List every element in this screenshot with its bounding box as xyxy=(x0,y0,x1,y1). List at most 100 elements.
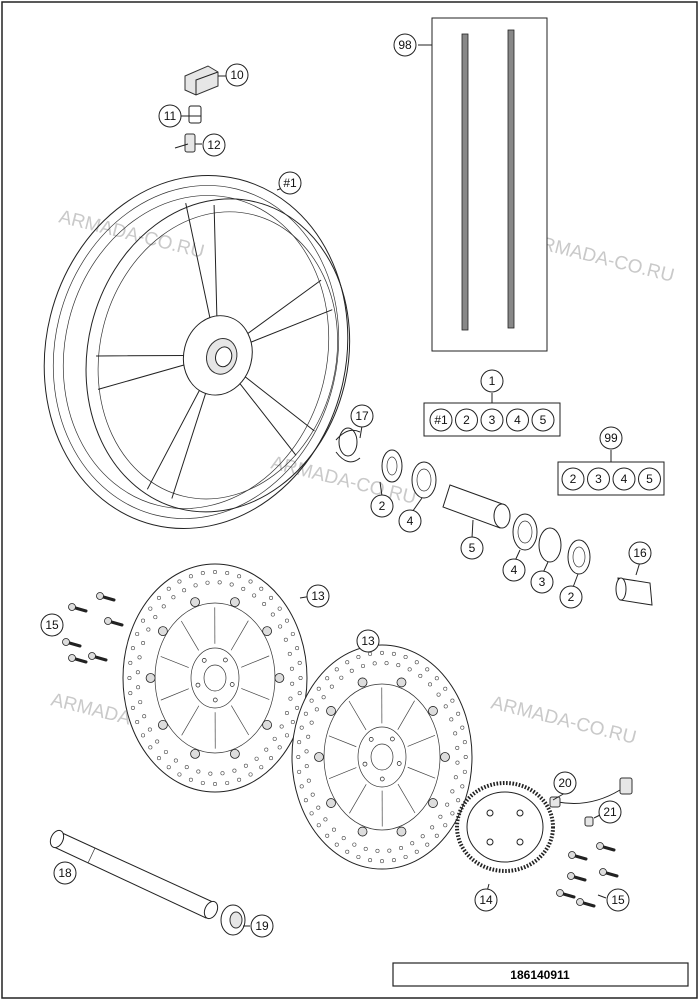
disc-hole xyxy=(434,676,439,681)
disc-hole xyxy=(438,814,443,819)
kit-callout-label: #1 xyxy=(434,413,448,427)
disc-hole xyxy=(372,661,377,666)
disc-hole xyxy=(208,771,213,776)
disc-carrier-arm xyxy=(348,700,367,731)
disc-hole xyxy=(303,798,308,803)
screw-21 xyxy=(584,816,594,827)
callout-circle xyxy=(606,888,630,912)
disc-hole xyxy=(161,604,166,609)
disc-hole xyxy=(456,798,461,803)
brake-disc-left xyxy=(122,563,308,793)
disc-hole xyxy=(314,707,319,712)
disc-hole xyxy=(310,792,315,797)
bearing-4-left xyxy=(411,461,437,499)
disc-hole xyxy=(316,686,321,691)
disc-carrier-arm xyxy=(230,620,249,651)
bolt-head xyxy=(596,842,604,850)
disc-rivet xyxy=(190,597,200,608)
bolt-head xyxy=(62,638,70,646)
disc-hole xyxy=(309,811,314,816)
disc-hole xyxy=(345,849,350,854)
disc-hole xyxy=(403,655,408,660)
disc-hole xyxy=(363,846,368,851)
disc-hole xyxy=(205,580,210,585)
disc-hole xyxy=(450,789,455,794)
bolt-head xyxy=(556,889,564,897)
disc-bolt-hole xyxy=(396,761,402,766)
disc-hole xyxy=(368,651,373,656)
disc-hole xyxy=(298,675,303,680)
disc-bolt-hole xyxy=(201,658,207,663)
kit-callout-circle xyxy=(506,408,529,432)
callout-circle xyxy=(393,33,417,57)
bolt-head xyxy=(599,868,607,876)
disc-bolt-hole xyxy=(379,776,385,782)
callout-label: 13 xyxy=(311,589,325,603)
disc-hole xyxy=(414,660,419,665)
disc-hole xyxy=(225,571,230,576)
disc-hole xyxy=(171,595,176,600)
disc-hole xyxy=(425,842,430,847)
disc-hole xyxy=(339,675,344,680)
rod-box-98 xyxy=(431,17,548,352)
kit-callout-label: 2 xyxy=(570,472,577,486)
spacer-17 xyxy=(335,427,361,463)
disc-hole xyxy=(135,720,140,725)
disc-hole xyxy=(360,663,365,668)
disc-hole xyxy=(387,848,392,853)
rod-left xyxy=(461,33,469,331)
callout-circle xyxy=(398,509,422,533)
kit-callout-label: 3 xyxy=(489,413,496,427)
disc-hole xyxy=(270,612,275,617)
disc-hole xyxy=(379,650,384,655)
callout-label: 2 xyxy=(379,499,386,513)
disc-rivet xyxy=(274,673,285,683)
disc-hole xyxy=(188,574,193,579)
callout-label: 16 xyxy=(633,546,647,560)
disc-hole xyxy=(428,682,433,687)
disc-hole xyxy=(449,717,454,722)
callout-circle xyxy=(225,63,249,87)
wheel-axle-18 xyxy=(49,829,219,920)
disc-hole xyxy=(182,588,187,593)
callout-circle xyxy=(202,133,226,157)
disc-hole xyxy=(136,685,141,690)
disc-rivet xyxy=(396,826,407,837)
disc-rivet xyxy=(157,626,168,636)
callout-circle xyxy=(40,613,64,637)
kit-callout-circle xyxy=(455,408,478,432)
disc-hole xyxy=(297,660,302,665)
disc-hole xyxy=(443,704,448,709)
disc-hole xyxy=(284,733,289,738)
disc-hole xyxy=(375,848,380,853)
callout-circle xyxy=(480,369,504,393)
disc-rivet xyxy=(230,597,240,608)
kit-callout-label: 2 xyxy=(463,413,470,427)
disc-rivet xyxy=(357,677,368,688)
disc-carrier-arm xyxy=(181,705,200,736)
callout-label: #1 xyxy=(283,176,297,190)
disc-hole xyxy=(277,745,282,750)
disc-carrier-arm xyxy=(241,688,270,700)
disc-hole xyxy=(130,705,135,710)
kit-callout-label: 3 xyxy=(595,472,602,486)
disc-hole xyxy=(462,740,467,745)
disc-hole xyxy=(356,854,361,859)
kit-callout-circle xyxy=(531,408,555,432)
disc-hole xyxy=(403,854,408,859)
disc-hole xyxy=(278,624,283,629)
disc-bolt-hole xyxy=(229,682,235,687)
valve-cap-10 xyxy=(184,65,219,96)
callout-label: 18 xyxy=(58,866,72,880)
disc-hole xyxy=(128,660,133,665)
kit-callout-circle xyxy=(612,467,636,491)
callout-label: 20 xyxy=(558,776,572,790)
disc-carrier-arm xyxy=(407,766,436,779)
disc-hole xyxy=(135,631,140,636)
disc-rivet xyxy=(190,748,200,759)
disc-hole xyxy=(237,574,242,579)
callout-circle xyxy=(460,536,484,560)
disc-hole xyxy=(331,827,336,832)
abs-sensor-ring-14 xyxy=(455,781,555,873)
